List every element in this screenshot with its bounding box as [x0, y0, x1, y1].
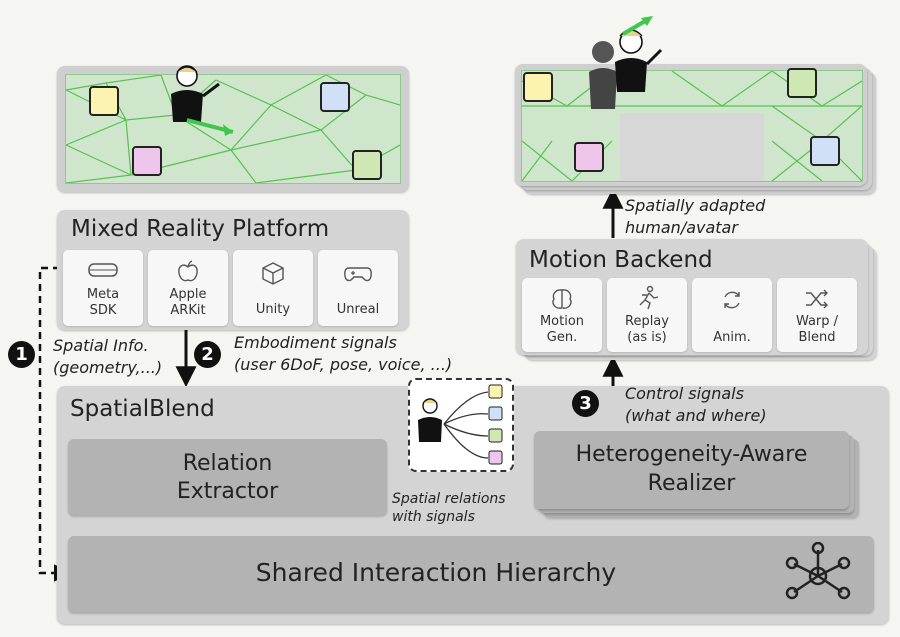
spatialblend-title: SpatialBlend: [70, 396, 215, 422]
embodiment-signals-label: Embodiment signals (user 6DoF, pose, voi…: [234, 333, 453, 374]
card-motion-gen[interactable]: Motion Gen.: [522, 278, 602, 352]
motion-backend-title: Motion Backend: [529, 247, 713, 273]
apple-icon: [178, 260, 198, 282]
spatial-relations-label: Spatial relations with signals: [392, 491, 506, 525]
motion-backend-panel: Motion Backend Motion Gen. Replay (as is…: [516, 239, 868, 355]
output-yellow-marker: [523, 72, 553, 102]
output-scene-panel: [515, 16, 867, 186]
input-scene-panel: [57, 65, 409, 192]
blue-marker: [320, 82, 350, 112]
cycle-icon: [724, 291, 740, 309]
gamepad-icon: [344, 267, 372, 282]
card-warp-blend[interactable]: Warp / Blend: [777, 278, 857, 352]
spatial-info-label: Spatial Info. (geometry,...): [53, 336, 163, 377]
vr-headset-icon: [88, 263, 118, 277]
running-person-icon: [639, 285, 659, 310]
brain-icon: [552, 289, 572, 309]
output-green-marker: [787, 68, 817, 98]
output-pink-marker: [574, 142, 604, 172]
relation-mapping-inset: [408, 378, 514, 472]
cube-icon: [262, 262, 284, 285]
card-replay[interactable]: Replay (as is): [607, 278, 687, 352]
pink-marker: [132, 146, 162, 176]
card-unity[interactable]: Unity: [233, 250, 313, 326]
mr-platform-title: Mixed Reality Platform: [71, 216, 330, 242]
adapted-avatar-label: Spatially adapted human/avatar: [625, 196, 766, 237]
step-3-badge: 3: [572, 390, 599, 417]
mr-platform-panel: Mixed Reality Platform Meta SDK Apple AR…: [57, 210, 409, 330]
control-signals-label: Control signals (what and where): [625, 384, 767, 425]
output-blue-marker: [810, 136, 840, 166]
adapted-avatar-icon: [589, 16, 663, 109]
hub-network-icon: [785, 542, 851, 600]
relation-extractor[interactable]: Relation Extractor: [68, 439, 387, 515]
green-marker: [352, 150, 382, 180]
step-1-badge: 1: [8, 341, 35, 368]
yellow-marker: [89, 86, 119, 116]
card-apple-arkit[interactable]: Apple ARKit: [148, 250, 228, 326]
user-avatar-icon: [171, 65, 234, 136]
shared-interaction-hierarchy[interactable]: Shared Interaction Hierarchy: [68, 536, 874, 612]
heterogeneity-aware-realizer[interactable]: Heterogeneity-Aware Realizer: [534, 431, 849, 509]
avatar-to-targets-icon: [418, 384, 503, 465]
card-anim[interactable]: Anim.: [692, 278, 772, 352]
spatial-info-dashed-arrow: [38, 266, 72, 582]
obstacle-area: [620, 113, 764, 181]
card-meta-sdk[interactable]: Meta SDK: [63, 250, 143, 326]
card-unreal[interactable]: Unreal: [318, 250, 398, 326]
shuffle-icon: [806, 289, 828, 309]
step-2-badge: 2: [194, 341, 221, 368]
